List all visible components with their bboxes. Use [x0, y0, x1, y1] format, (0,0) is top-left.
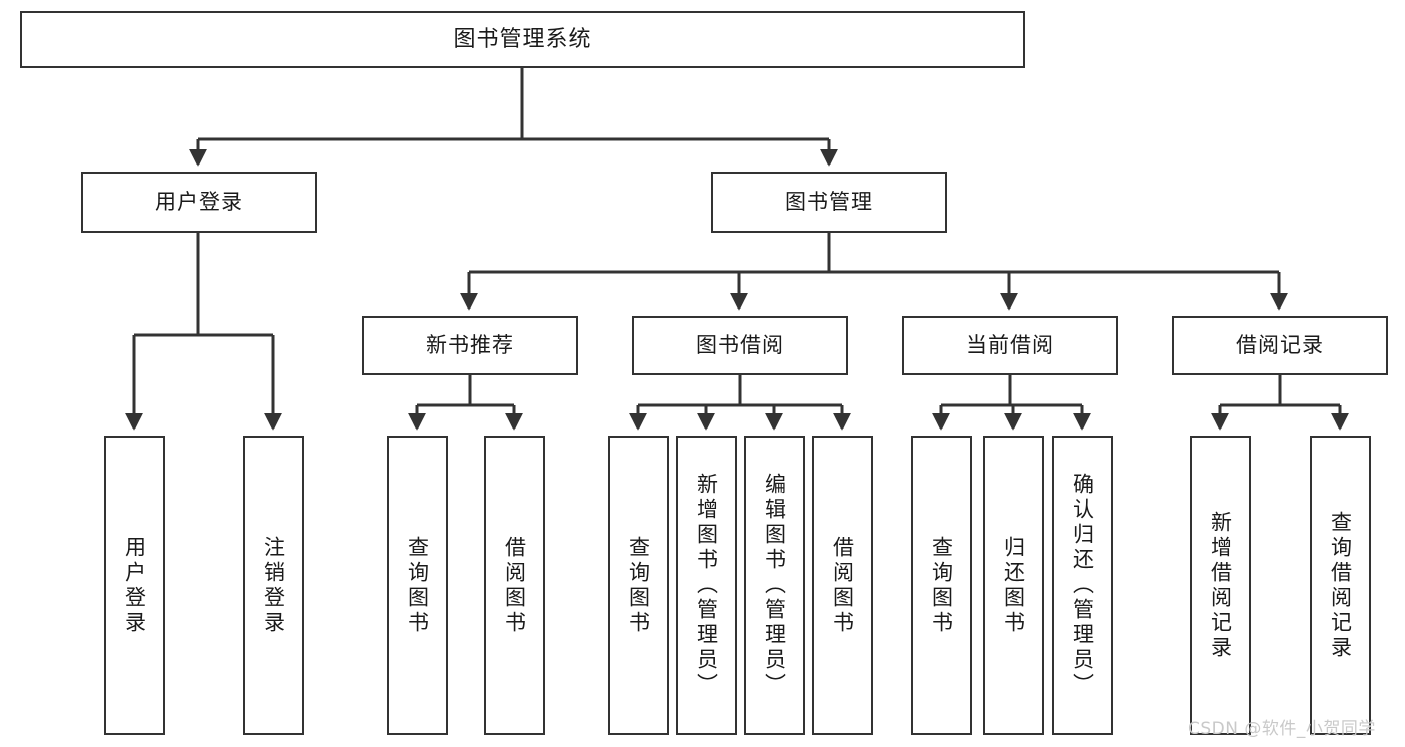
watermark-text: CSDN @软件_小贺同学 [1188, 719, 1376, 739]
node-label: 当前借阅 [966, 333, 1054, 358]
node-current-borrow[interactable]: 当前借阅 [902, 316, 1118, 375]
edge-group-book-manage [460, 233, 1288, 311]
node-leaf-borrow-book[interactable]: 借阅图书 [812, 436, 873, 735]
node-label: 借阅记录 [1236, 333, 1324, 358]
node-label: 新增图书（管理员） [694, 473, 719, 698]
edge-group-new-book-rec [408, 375, 523, 431]
node-leaf-user-login[interactable]: 用户登录 [104, 436, 165, 735]
node-leaf-query-borrow-record[interactable]: 查询借阅记录 [1310, 436, 1371, 735]
node-label: 注销登录 [261, 535, 286, 636]
edge-group-current-borrow [932, 375, 1091, 431]
node-label: 用户登录 [122, 535, 147, 636]
node-label: 借阅图书 [830, 535, 855, 636]
edge-group-borrow-record [1211, 375, 1349, 431]
node-leaf-query-book-current[interactable]: 查询图书 [911, 436, 972, 735]
node-leaf-return-book[interactable]: 归还图书 [983, 436, 1044, 735]
node-new-book-recommend[interactable]: 新书推荐 [362, 316, 578, 375]
node-label: 查询图书 [626, 535, 651, 636]
node-label: 查询图书 [929, 535, 954, 636]
node-book-management[interactable]: 图书管理 [711, 172, 947, 233]
node-label: 新增借阅记录 [1208, 510, 1233, 661]
node-leaf-query-book-rec[interactable]: 查询图书 [387, 436, 448, 735]
edge-group-book-borrow [629, 375, 851, 431]
node-label: 新书推荐 [426, 333, 514, 358]
node-label: 查询借阅记录 [1328, 510, 1353, 661]
node-leaf-add-book-admin[interactable]: 新增图书（管理员） [676, 436, 737, 735]
node-leaf-add-borrow-record[interactable]: 新增借阅记录 [1190, 436, 1251, 735]
node-borrow-record[interactable]: 借阅记录 [1172, 316, 1388, 375]
node-label: 编辑图书（管理员） [762, 473, 787, 698]
node-leaf-user-logout[interactable]: 注销登录 [243, 436, 304, 735]
node-leaf-borrow-book-rec[interactable]: 借阅图书 [484, 436, 545, 735]
node-label: 归还图书 [1001, 535, 1026, 636]
node-label: 图书借阅 [696, 333, 784, 358]
node-label: 图书管理 [785, 190, 873, 215]
node-label: 用户登录 [155, 190, 243, 215]
node-leaf-confirm-return-admin[interactable]: 确认归还（管理员） [1052, 436, 1113, 735]
node-label: 借阅图书 [502, 535, 527, 636]
node-book-borrow[interactable]: 图书借阅 [632, 316, 848, 375]
node-root-system[interactable]: 图书管理系统 [20, 11, 1025, 68]
node-label: 确认归还（管理员） [1070, 473, 1095, 698]
node-label: 图书管理系统 [453, 26, 592, 52]
node-user-login[interactable]: 用户登录 [81, 172, 317, 233]
edge-group-root [189, 68, 838, 167]
node-leaf-query-book[interactable]: 查询图书 [608, 436, 669, 735]
node-label: 查询图书 [405, 535, 430, 636]
node-leaf-edit-book-admin[interactable]: 编辑图书（管理员） [744, 436, 805, 735]
edge-group-user-login [125, 233, 282, 431]
